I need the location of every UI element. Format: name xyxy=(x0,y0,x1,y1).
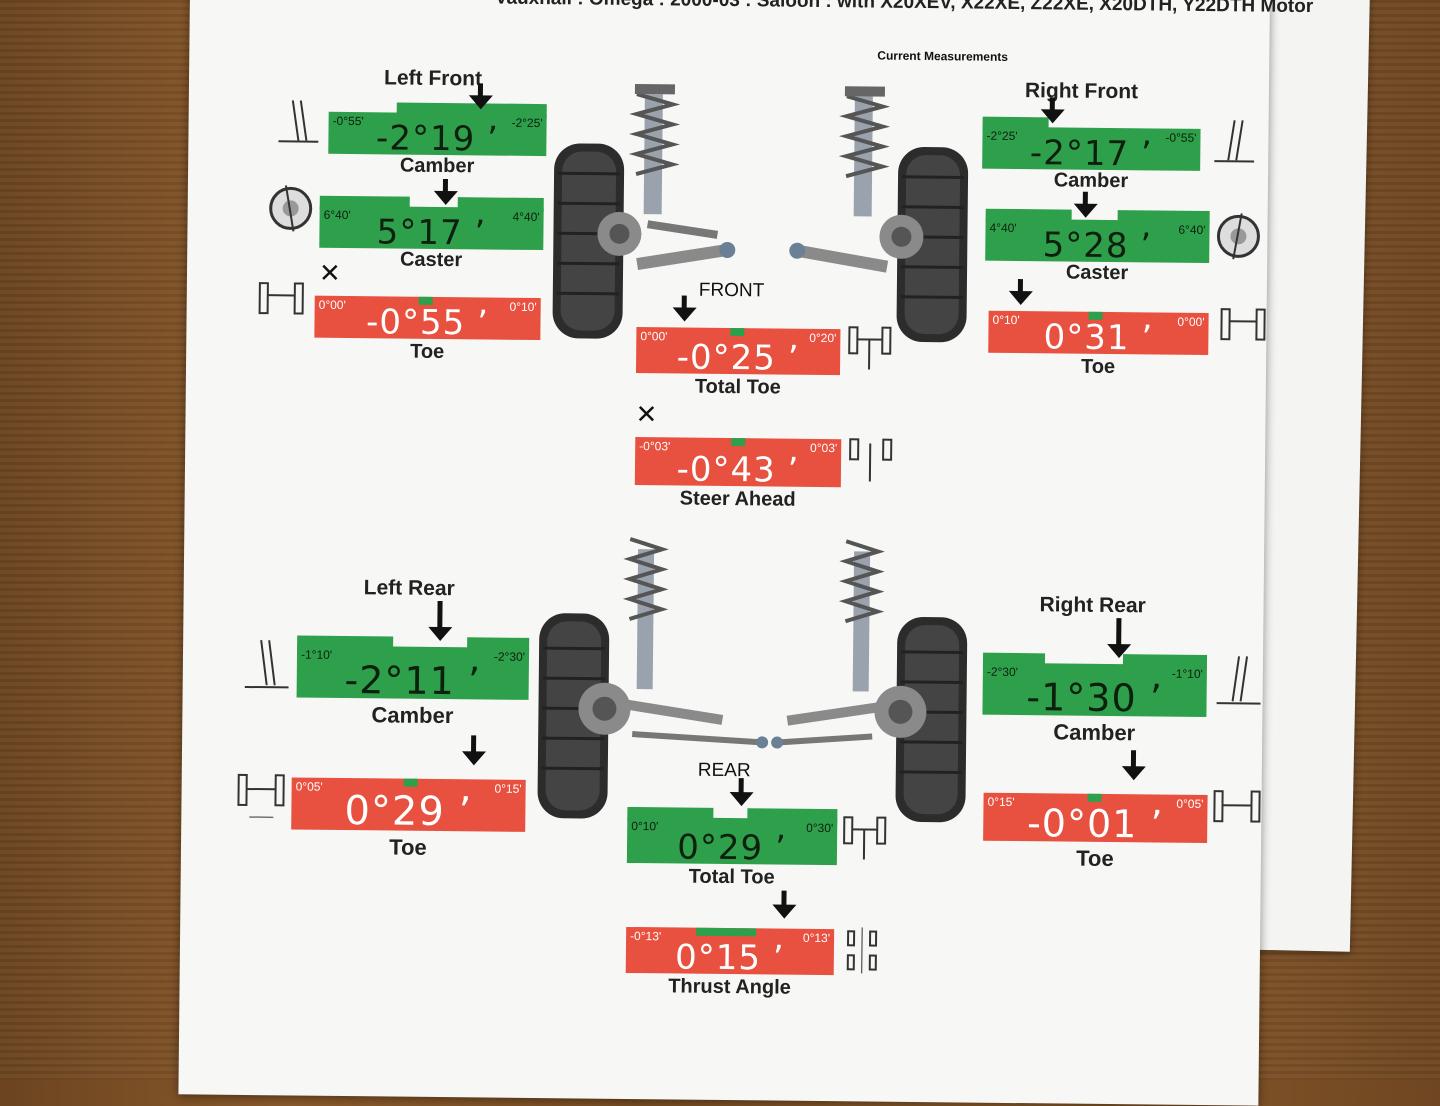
rear-total-toe-diagram-icon xyxy=(841,811,890,861)
rear-total-toe-gauge: 0°10' 0°30' 0°29 ’ Total Toe xyxy=(627,807,838,865)
left-rear-toe-caption: Toe xyxy=(291,833,525,861)
left-front-toe-diagram-icon xyxy=(256,275,307,326)
right-front-camber-gauge: -2°25' -0°55' -2°17 ’ Camber xyxy=(982,117,1201,171)
rear-total-toe-value: 0°29 ’ xyxy=(627,827,837,869)
left-front-toe-value: -0°55 ’ xyxy=(314,302,540,344)
right-rear-toe-diagram-icon xyxy=(1211,785,1264,842)
right-rear-camber-caption: Camber xyxy=(982,719,1206,747)
right-rear-label: Right Rear xyxy=(1039,593,1145,618)
steer-ahead-diagram-icon xyxy=(847,433,896,483)
left-front-caster-caption: Caster xyxy=(319,248,543,273)
front-total-toe-gauge: 0°00' 0°20' -0°25 ’ Total Toe xyxy=(636,317,841,375)
left-rear-toe-gauge: 0°05' 0°15' 0°29 ’ Toe xyxy=(291,767,526,831)
left-rear-camber-diagram-icon xyxy=(245,635,290,691)
steer-ahead-gauge: -0°03' 0°03' -0°43 ’ Steer Ahead xyxy=(635,427,842,487)
right-rear-toe-gauge: 0°15' 0°05' -0°01 ’ Toe xyxy=(983,783,1208,843)
right-rear-camber-diagram-icon xyxy=(1217,651,1262,707)
steer-ahead-out-of-spec-icon: ✕ xyxy=(635,399,657,430)
right-rear-camber-value: -1°30 ’ xyxy=(982,675,1206,721)
front-total-toe-diagram-icon xyxy=(846,321,895,371)
front-suspension-illustration xyxy=(546,73,979,357)
left-rear-toe-diagram-icon xyxy=(235,769,288,826)
rear-total-toe-caption: Total Toe xyxy=(627,865,837,890)
right-front-caster-diagram-icon xyxy=(1215,213,1261,259)
left-front-camber-diagram-icon xyxy=(278,95,319,145)
left-front-camber-gauge: -0°55' -2°25' -2°19 ’ Camber xyxy=(328,102,547,156)
thrust-angle-caption: Thrust Angle xyxy=(625,975,833,1000)
right-front-camber-diagram-icon xyxy=(1214,115,1255,165)
thrust-angle-value: 0°15 ’ xyxy=(626,937,834,979)
left-front-caster-gauge: 6°40' 4°40' 5°17 ’ Caster xyxy=(319,196,544,250)
front-total-toe-value: -0°25 ’ xyxy=(636,337,840,379)
right-rear-toe-caption: Toe xyxy=(983,845,1207,873)
front-section-label: FRONT xyxy=(699,280,765,303)
left-front-toe-caption: Toe xyxy=(314,340,540,365)
right-front-camber-caption: Camber xyxy=(982,169,1200,194)
alignment-report-sheet: Vauxhall : Omega : 2000-03 : Saloon : wi… xyxy=(178,0,1270,1106)
right-front-toe-caption: Toe xyxy=(988,355,1208,380)
right-rear-camber-gauge: -2°30' -1°10' -1°30 ’ Camber xyxy=(982,653,1207,717)
left-front-toe-gauge: 0°00' 0°10' -0°55 ’ Toe xyxy=(314,286,541,340)
current-measurements-title: Current Measurements xyxy=(877,49,1008,64)
left-rear-label: Left Rear xyxy=(364,576,455,601)
thrust-angle-diagram-icon xyxy=(844,925,881,975)
front-total-toe-caption: Total Toe xyxy=(636,375,840,400)
left-rear-camber-gauge: -1°10' -2°30' -2°11 ’ Camber xyxy=(297,636,530,700)
left-rear-toe-value: 0°29 ’ xyxy=(291,787,525,835)
right-front-toe-gauge: 0°10' 0°00' 0°31 ’ Toe xyxy=(988,301,1209,355)
left-rear-camber-caption: Camber xyxy=(296,701,528,729)
steer-ahead-value: -0°43 ’ xyxy=(635,449,841,491)
left-front-label: Left Front xyxy=(384,66,482,91)
rear-suspension-illustration xyxy=(531,528,974,833)
right-front-label: Right Front xyxy=(1025,79,1138,104)
right-rear-toe-value: -0°01 ’ xyxy=(983,801,1207,847)
steer-ahead-caption: Steer Ahead xyxy=(635,487,841,512)
left-front-camber-caption: Camber xyxy=(328,154,546,179)
left-front-caster-diagram-icon xyxy=(267,185,313,231)
left-front-toe-out-of-spec-icon: ✕ xyxy=(319,258,341,289)
right-front-toe-diagram-icon xyxy=(1218,301,1269,352)
report-header: Vauxhall : Omega : 2000-03 : Saloon : wi… xyxy=(495,0,1314,18)
left-rear-camber-value: -2°11 ’ xyxy=(297,658,529,704)
thrust-angle-gauge: -0°13' 0°13' 0°15 ’ Thrust Angle xyxy=(626,917,835,975)
right-front-toe-value: 0°31 ’ xyxy=(988,317,1208,359)
